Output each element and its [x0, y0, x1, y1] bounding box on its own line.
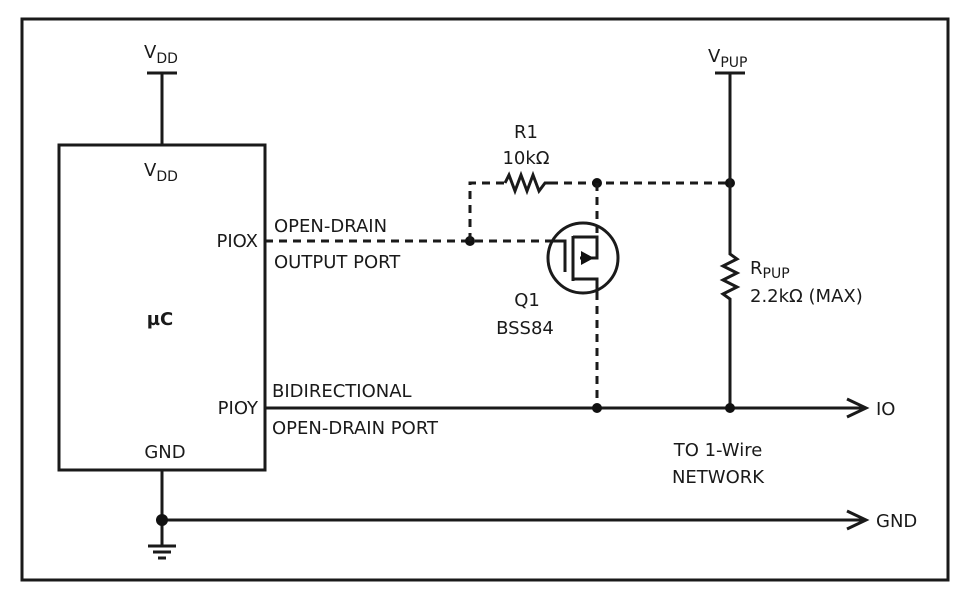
io-arrow-icon [846, 397, 870, 419]
junction-dot [725, 403, 735, 413]
network-label-2: NETWORK [672, 467, 765, 488]
io-label: IO [876, 399, 895, 420]
microcontroller-box [57, 143, 267, 472]
vdd-supply-label: VDD [144, 42, 178, 67]
piox-label-2: OUTPUT PORT [274, 252, 401, 273]
r1-left-dashed-wire [468, 181, 505, 241]
q1-part: BSS84 [496, 318, 554, 339]
pioy-label-2: OPEN-DRAIN PORT [272, 418, 439, 439]
vpup-wire-with-rpup [719, 73, 741, 408]
r1-resistor [503, 170, 550, 196]
rpup-name: RPUP [750, 258, 790, 282]
r1-name: R1 [514, 122, 538, 143]
r1-value: 10kΩ [502, 148, 549, 169]
pioy-label-1: BIDIRECTIONAL [272, 381, 412, 402]
mcu-name: µC [147, 309, 173, 330]
rpup-value: 2.2kΩ (MAX) [750, 286, 863, 307]
diagram-frame [20, 17, 950, 582]
gnd-arrow-icon [846, 509, 870, 531]
vpup-supply-label: VPUP [708, 46, 747, 71]
mcu-piox-pin: PIOX [216, 231, 258, 252]
piox-label-1: OPEN-DRAIN [274, 216, 387, 237]
junction-dot [156, 514, 168, 526]
q1-mosfet [546, 183, 620, 295]
mcu-pioy-pin: PIOY [218, 398, 259, 419]
ground-symbol-icon [148, 544, 176, 560]
mcu-vdd-pin: VDD [144, 160, 178, 185]
q1-name: Q1 [514, 290, 540, 311]
gnd-label: GND [876, 511, 917, 532]
mcu-gnd-pin: GND [144, 442, 185, 463]
network-label-1: TO 1-Wire [673, 440, 763, 461]
junction-dot [592, 403, 602, 413]
